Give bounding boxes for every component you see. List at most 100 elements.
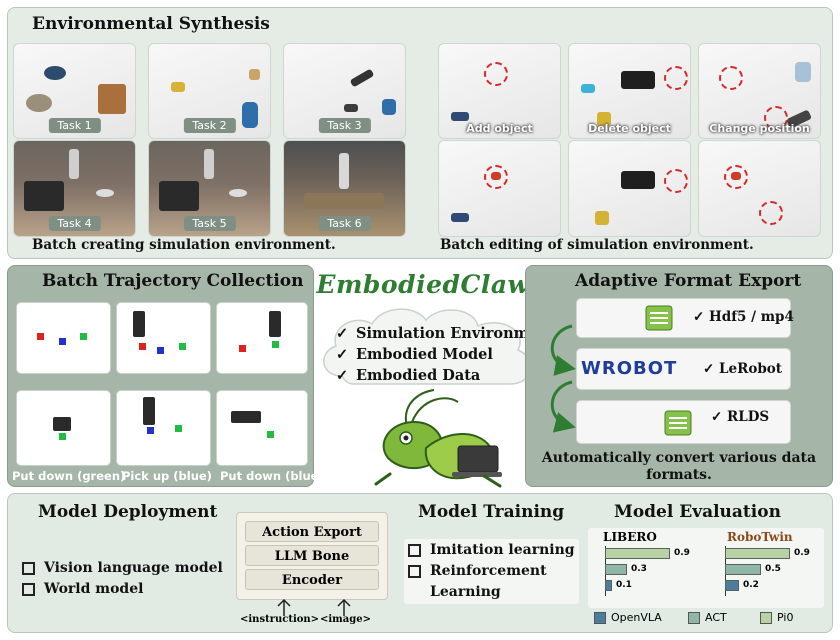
delete-object-result-scene[interactable] — [568, 140, 691, 237]
lerobot-format-card[interactable]: WROBOT ✓ LeRobot — [576, 348, 791, 390]
cloud-shape — [323, 308, 532, 385]
clock-object — [621, 71, 655, 89]
trajectory-frame-3[interactable]: Pick up (green) — [216, 302, 308, 374]
robot-arm — [204, 149, 214, 179]
trajectory-label: Put down (blue) — [220, 469, 324, 483]
task-label: Task 2 — [183, 118, 236, 133]
legend-act: ACT — [688, 611, 727, 624]
stapler-object — [451, 213, 469, 222]
bar-value-label: 0.9 — [794, 548, 810, 558]
training-item: Reinforcement — [408, 561, 575, 582]
bar-act — [725, 564, 761, 575]
trajectory-label: Pick up (green) — [217, 356, 308, 370]
cup-object — [795, 62, 811, 82]
checkbox-icon — [22, 583, 35, 596]
model-architecture-stack: Action Export LLM Bone Encoder — [236, 512, 388, 600]
task-4-scene[interactable]: Task 4 — [13, 140, 136, 237]
trajectory-frame-6[interactable] — [216, 390, 308, 466]
trajectory-panel: Batch Trajectory Collection Pick up (red… — [7, 265, 324, 487]
yellow-box-object — [595, 211, 609, 225]
libero-chart-title: LIBERO — [603, 530, 657, 544]
green-cube — [59, 433, 66, 440]
robot-gripper — [143, 397, 155, 425]
training-list: Imitation learning Reinforcement Learnin… — [404, 539, 579, 604]
legend-pi0: Pi0 — [760, 611, 793, 624]
center-feature-list: ✓Simulation Environment ✓Embodied Model … — [336, 323, 555, 386]
bottle-object — [242, 102, 258, 128]
task-6-scene[interactable]: Task 6 — [283, 140, 406, 237]
change-position-result-scene[interactable] — [698, 140, 821, 237]
yellow-object — [171, 82, 185, 92]
lerobot-logo: WROBOT — [581, 358, 678, 379]
edit-label: Add object — [466, 122, 533, 135]
target-circle — [664, 66, 688, 90]
task-label: Task 3 — [318, 118, 371, 133]
trajectory-frame-5[interactable] — [116, 390, 211, 466]
checkbox-icon — [22, 562, 35, 575]
add-object-scene[interactable]: Add object — [438, 43, 561, 139]
trajectory-frame-2[interactable]: Pick up (red) — [116, 302, 211, 374]
feature-item: ✓Embodied Model — [336, 346, 493, 363]
delete-object-scene[interactable]: Delete object — [568, 43, 691, 139]
bar-act — [605, 564, 627, 575]
blue-cube — [157, 347, 164, 354]
format-label: ✓ Hdf5 / mp4 — [693, 309, 794, 325]
edit-label: Delete object — [588, 122, 671, 135]
check-mark: ✓ — [711, 409, 723, 425]
robot-arm — [69, 149, 79, 179]
task-label: Task 6 — [318, 216, 371, 231]
image-input-label: <image> — [320, 614, 371, 625]
target-circle — [484, 62, 508, 86]
legend-swatch — [594, 611, 606, 624]
trajectory-label: Pick up (red) — [121, 356, 206, 370]
green-cube — [272, 341, 279, 348]
box-object — [98, 84, 126, 114]
task-5-scene[interactable]: Task 5 — [148, 140, 271, 237]
can-object — [382, 99, 396, 115]
training-title: Model Training — [418, 502, 565, 522]
legend-swatch — [688, 611, 700, 624]
env-title: Environmental Synthesis — [32, 14, 270, 34]
add-object-result-scene[interactable] — [438, 140, 561, 237]
stapler-object — [451, 112, 469, 121]
task-3-scene[interactable]: Task 3 — [283, 43, 406, 139]
task-2-scene[interactable]: Task 2 — [148, 43, 271, 139]
deployment-item: World model — [22, 579, 223, 600]
blue-cube — [147, 427, 154, 434]
task-label: Task 5 — [183, 216, 236, 231]
plate-object — [96, 189, 114, 197]
trajectory-frame-4[interactable] — [16, 390, 111, 466]
red-cube — [239, 345, 246, 352]
check-mark: ✓ — [703, 361, 715, 377]
bar-pi0 — [725, 548, 790, 559]
evaluation-charts-area — [588, 528, 824, 608]
robot-gripper — [53, 417, 71, 431]
remote-object — [349, 68, 375, 88]
trajectory-frame-1[interactable] — [16, 302, 111, 374]
bar-value-label: 0.9 — [674, 548, 690, 558]
target-circle — [484, 165, 508, 189]
bar-value-label: 0.1 — [616, 580, 632, 590]
bar-value-label: 0.2 — [743, 580, 759, 590]
green-cube — [175, 425, 182, 432]
bar-pi0 — [605, 548, 670, 559]
hdf5-format-card[interactable]: ✓ Hdf5 / mp4 — [576, 298, 794, 338]
check-mark: ✓ — [693, 309, 705, 325]
input-arrows-icon — [277, 598, 351, 616]
cycle-arrows-icon — [550, 324, 576, 433]
env-caption-right: Batch editing of simulation environment. — [440, 237, 754, 253]
task-1-scene[interactable]: Task 1 — [13, 43, 136, 139]
trajectory-label: Put down (green) — [12, 469, 126, 483]
legend-openvla: OpenVLA — [594, 611, 662, 624]
rlds-format-card[interactable]: ✓ RLDS — [576, 400, 791, 444]
robot-gripper — [231, 411, 261, 423]
drawer-object — [24, 181, 64, 211]
change-position-scene[interactable]: Change position — [698, 43, 821, 139]
checkbox-icon — [408, 544, 421, 557]
export-caption: Automatically convert various data forma… — [541, 450, 817, 483]
task-label: Task 4 — [48, 216, 101, 231]
cyan-object — [581, 84, 595, 93]
plate-object — [26, 94, 52, 112]
bar-openvla — [725, 580, 739, 591]
